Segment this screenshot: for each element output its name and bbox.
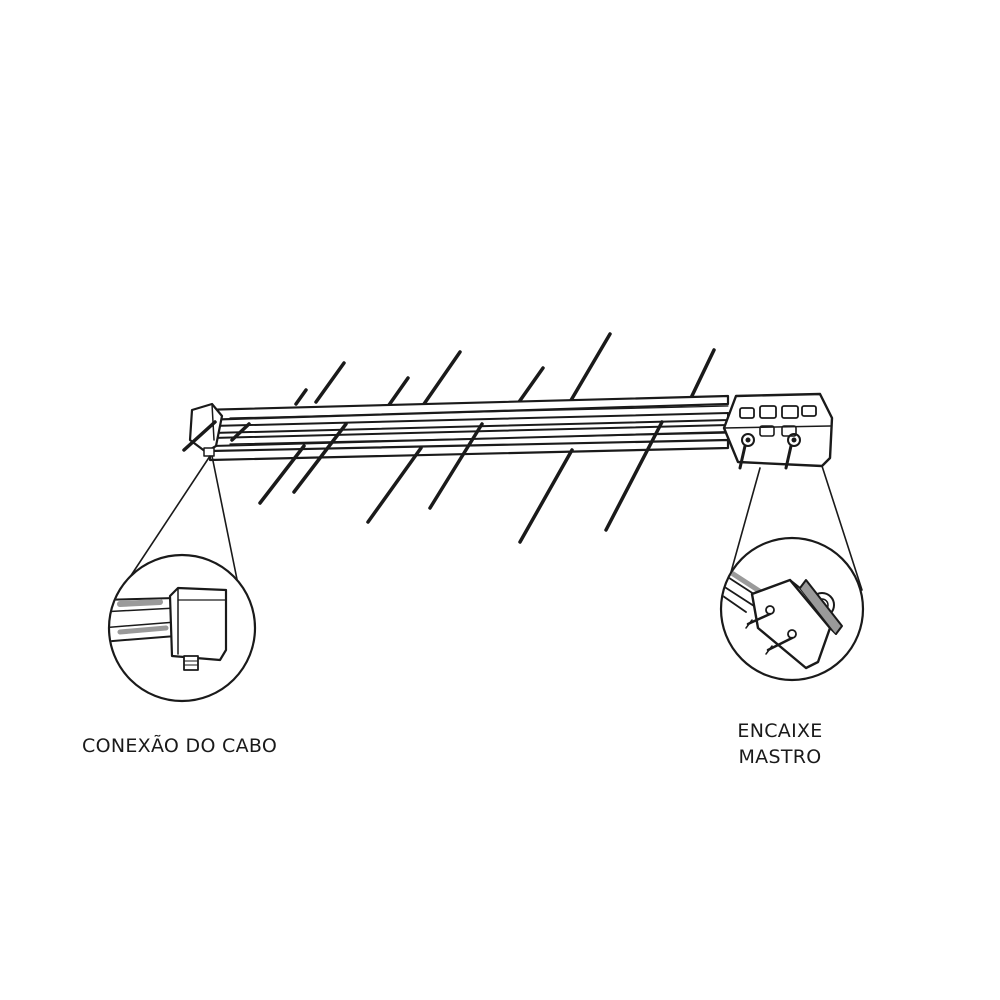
element-rod	[428, 422, 484, 510]
mast-mount-bracket	[722, 392, 834, 470]
element-rod	[518, 448, 574, 544]
element-rod	[314, 361, 346, 404]
lower-elements	[230, 420, 664, 544]
element-rod	[688, 348, 716, 402]
cable-connection-callout	[107, 455, 257, 703]
element-rod	[387, 376, 410, 407]
element-rod	[292, 422, 348, 494]
element-rod	[568, 332, 612, 404]
element-rod	[422, 350, 462, 406]
upper-elements	[294, 332, 716, 407]
cable-connector	[182, 402, 224, 457]
element-rod	[294, 388, 308, 406]
mast-mount-label: ENCAIXE MASTRO	[700, 718, 860, 770]
mast-mount-label-line2: MASTRO	[738, 746, 822, 768]
mast-mount-callout	[719, 465, 865, 682]
cable-connection-label: CONEXÃO DO CABO	[82, 735, 278, 757]
mast-mount-label-line1: ENCAIXE	[737, 720, 823, 742]
front-element-rod	[182, 420, 217, 452]
element-rod	[230, 422, 251, 442]
element-rod	[604, 420, 664, 532]
element-rod	[366, 446, 423, 524]
element-rod	[258, 444, 306, 505]
element-rod	[517, 366, 545, 404]
boom	[198, 394, 730, 462]
